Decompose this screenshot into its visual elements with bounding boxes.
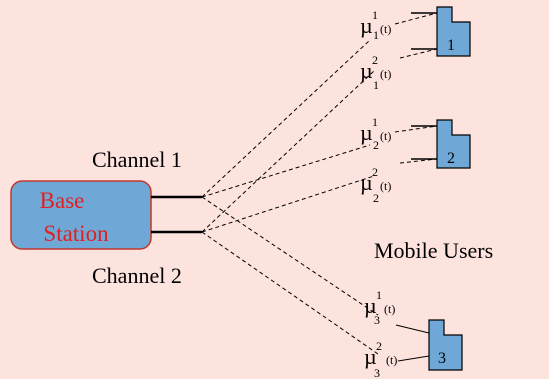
rate-superscript: 1 bbox=[372, 8, 378, 22]
channel1-links bbox=[201, 39, 379, 316]
rate-label-1: µ 1 1 (t) bbox=[360, 8, 391, 42]
user1-label: 1 bbox=[447, 37, 455, 54]
rate-argument: (t) bbox=[380, 22, 391, 36]
link-ch2-user1 bbox=[201, 70, 375, 233]
rate-argument: (t) bbox=[380, 129, 391, 143]
rate-label-5: µ 1 3 (t) bbox=[364, 288, 395, 327]
connector-u2-a bbox=[394, 125, 438, 133]
user2-box bbox=[436, 119, 471, 169]
rate-argument: (t) bbox=[380, 67, 391, 81]
rate-symbol: µ bbox=[364, 293, 377, 318]
rate-superscript: 1 bbox=[372, 115, 378, 129]
channel2-label: Channel 2 bbox=[92, 263, 182, 288]
rate-argument: (t) bbox=[380, 179, 391, 193]
user1-box bbox=[436, 6, 471, 57]
user3-label: 3 bbox=[438, 350, 446, 367]
connector-u1-a bbox=[394, 12, 438, 25]
connector-u3-b bbox=[397, 355, 430, 362]
base-station-label-line2: Station bbox=[43, 221, 109, 246]
user-stubs bbox=[411, 12, 437, 160]
rate-label-4: µ 2 2 (t) bbox=[360, 165, 391, 205]
user-1: 1 bbox=[436, 6, 471, 57]
rate-symbol: µ bbox=[360, 13, 373, 38]
rate-subscript: 3 bbox=[374, 366, 380, 379]
base-station-label-line1: Base bbox=[40, 188, 85, 213]
user-3: 3 bbox=[428, 319, 463, 371]
rate-superscript: 2 bbox=[372, 165, 378, 179]
base-station-box bbox=[10, 180, 152, 250]
connector-u3-a bbox=[395, 324, 430, 334]
base-station: Base Station bbox=[10, 180, 152, 250]
rate-label-3: µ 1 2 (t) bbox=[360, 115, 391, 152]
rate-symbol: µ bbox=[364, 344, 377, 369]
rate-label-6: µ 2 3 (t) bbox=[364, 339, 397, 379]
link-ch1-user3 bbox=[201, 196, 379, 316]
rate-subscript: 1 bbox=[373, 78, 379, 92]
rate-argument: (t) bbox=[384, 302, 395, 316]
link-ch2-user2 bbox=[201, 175, 375, 233]
channel1-label: Channel 1 bbox=[92, 147, 182, 172]
user2-label: 2 bbox=[447, 150, 455, 167]
rate-subscript: 1 bbox=[373, 28, 379, 42]
rate-symbol: µ bbox=[360, 170, 373, 195]
rate-superscript: 2 bbox=[372, 53, 378, 67]
rate-argument: (t) bbox=[386, 353, 397, 367]
rate-subscript: 2 bbox=[373, 191, 379, 205]
link-ch2-user3 bbox=[201, 231, 379, 355]
user-2: 2 bbox=[436, 119, 471, 169]
link-ch1-user2 bbox=[201, 144, 371, 198]
connector-u1-b bbox=[399, 48, 438, 59]
user3-box bbox=[428, 319, 463, 371]
rate-subscript: 2 bbox=[373, 138, 379, 152]
rate-label-2: µ 2 1 (t) bbox=[360, 53, 391, 92]
link-ch1-user1 bbox=[201, 39, 371, 198]
mobile-users-label: Mobile Users bbox=[374, 238, 493, 263]
channel2-links bbox=[201, 70, 379, 355]
rate-symbol: µ bbox=[360, 120, 373, 145]
rate-subscript: 3 bbox=[374, 313, 380, 327]
user3-connectors bbox=[395, 324, 430, 362]
rate-superscript: 2 bbox=[376, 339, 382, 353]
rate-symbol: µ bbox=[360, 58, 373, 83]
rate-superscript: 1 bbox=[376, 288, 382, 302]
